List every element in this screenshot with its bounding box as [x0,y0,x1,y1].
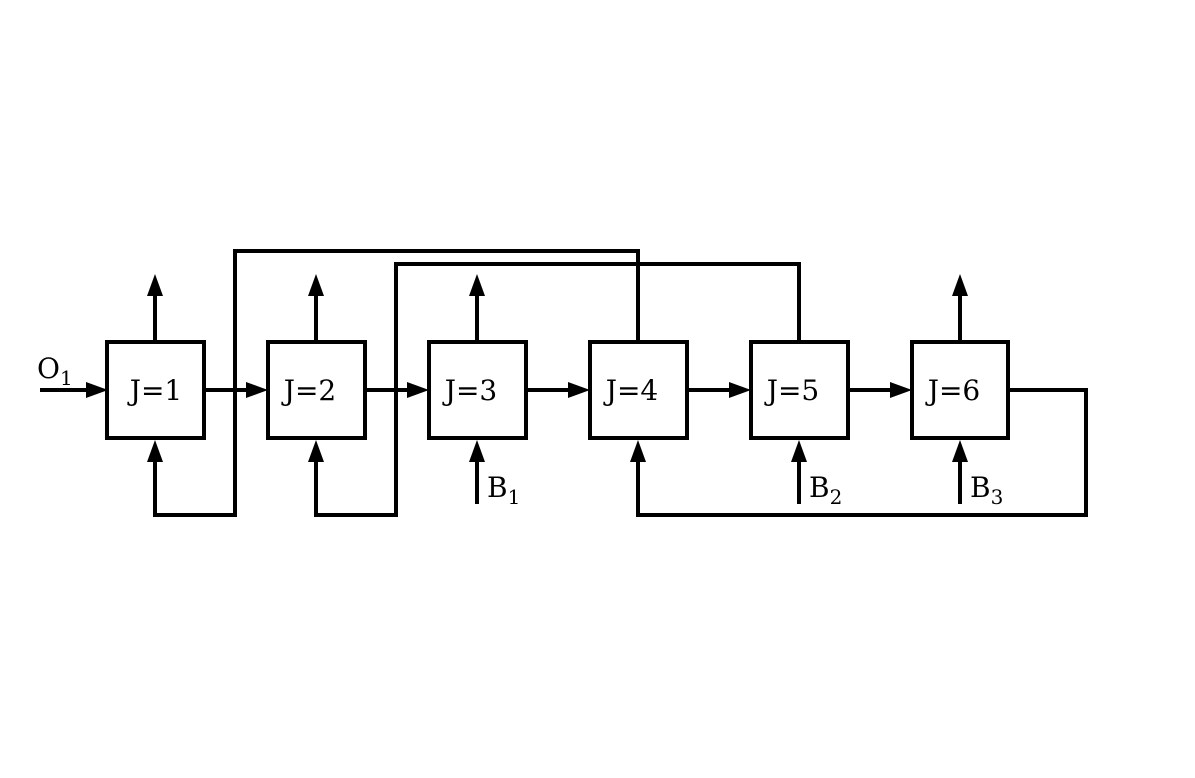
connector-j1-j2 [204,382,268,398]
block-j2: J=2 [266,340,367,440]
block-j2-label: J=2 [281,374,337,407]
connector-j3-j4 [526,382,590,398]
feedback-j4-to-j1 [147,249,640,517]
output-arrow-j6 [952,274,968,342]
block-j4-label: J=4 [603,374,659,407]
block-j5: J=5 [749,340,850,440]
input-b2-label: B2 [809,471,842,509]
feedback-j5-to-j2 [308,262,801,517]
output-arrow-j1 [147,274,163,342]
input-b3-arrow [952,440,968,504]
input-b3-label: B3 [970,471,1003,509]
block-j4: J=4 [588,340,689,440]
block-j1: J=1 [105,340,206,440]
block-j1-label: J=1 [127,374,183,407]
block-j5-label: J=5 [764,374,820,407]
connector-j4-j5 [687,382,751,398]
input-b2-arrow [791,440,807,504]
block-j6-label: J=6 [925,374,981,407]
input-b1-arrow [469,440,485,504]
input-b1-label: B1 [487,471,520,509]
input-o1-label: O1 [37,352,73,390]
block-j3-label: J=3 [442,374,498,407]
feedback-j6-to-j4 [630,388,1088,517]
connector-j5-j6 [848,382,912,398]
connector-j2-j3 [365,382,429,398]
output-arrow-j3 [469,274,485,342]
block-j3: J=3 [427,340,528,440]
output-arrow-j2 [308,274,324,342]
block-j6: J=6 [910,340,1010,440]
input-o1-arrow [40,382,108,398]
